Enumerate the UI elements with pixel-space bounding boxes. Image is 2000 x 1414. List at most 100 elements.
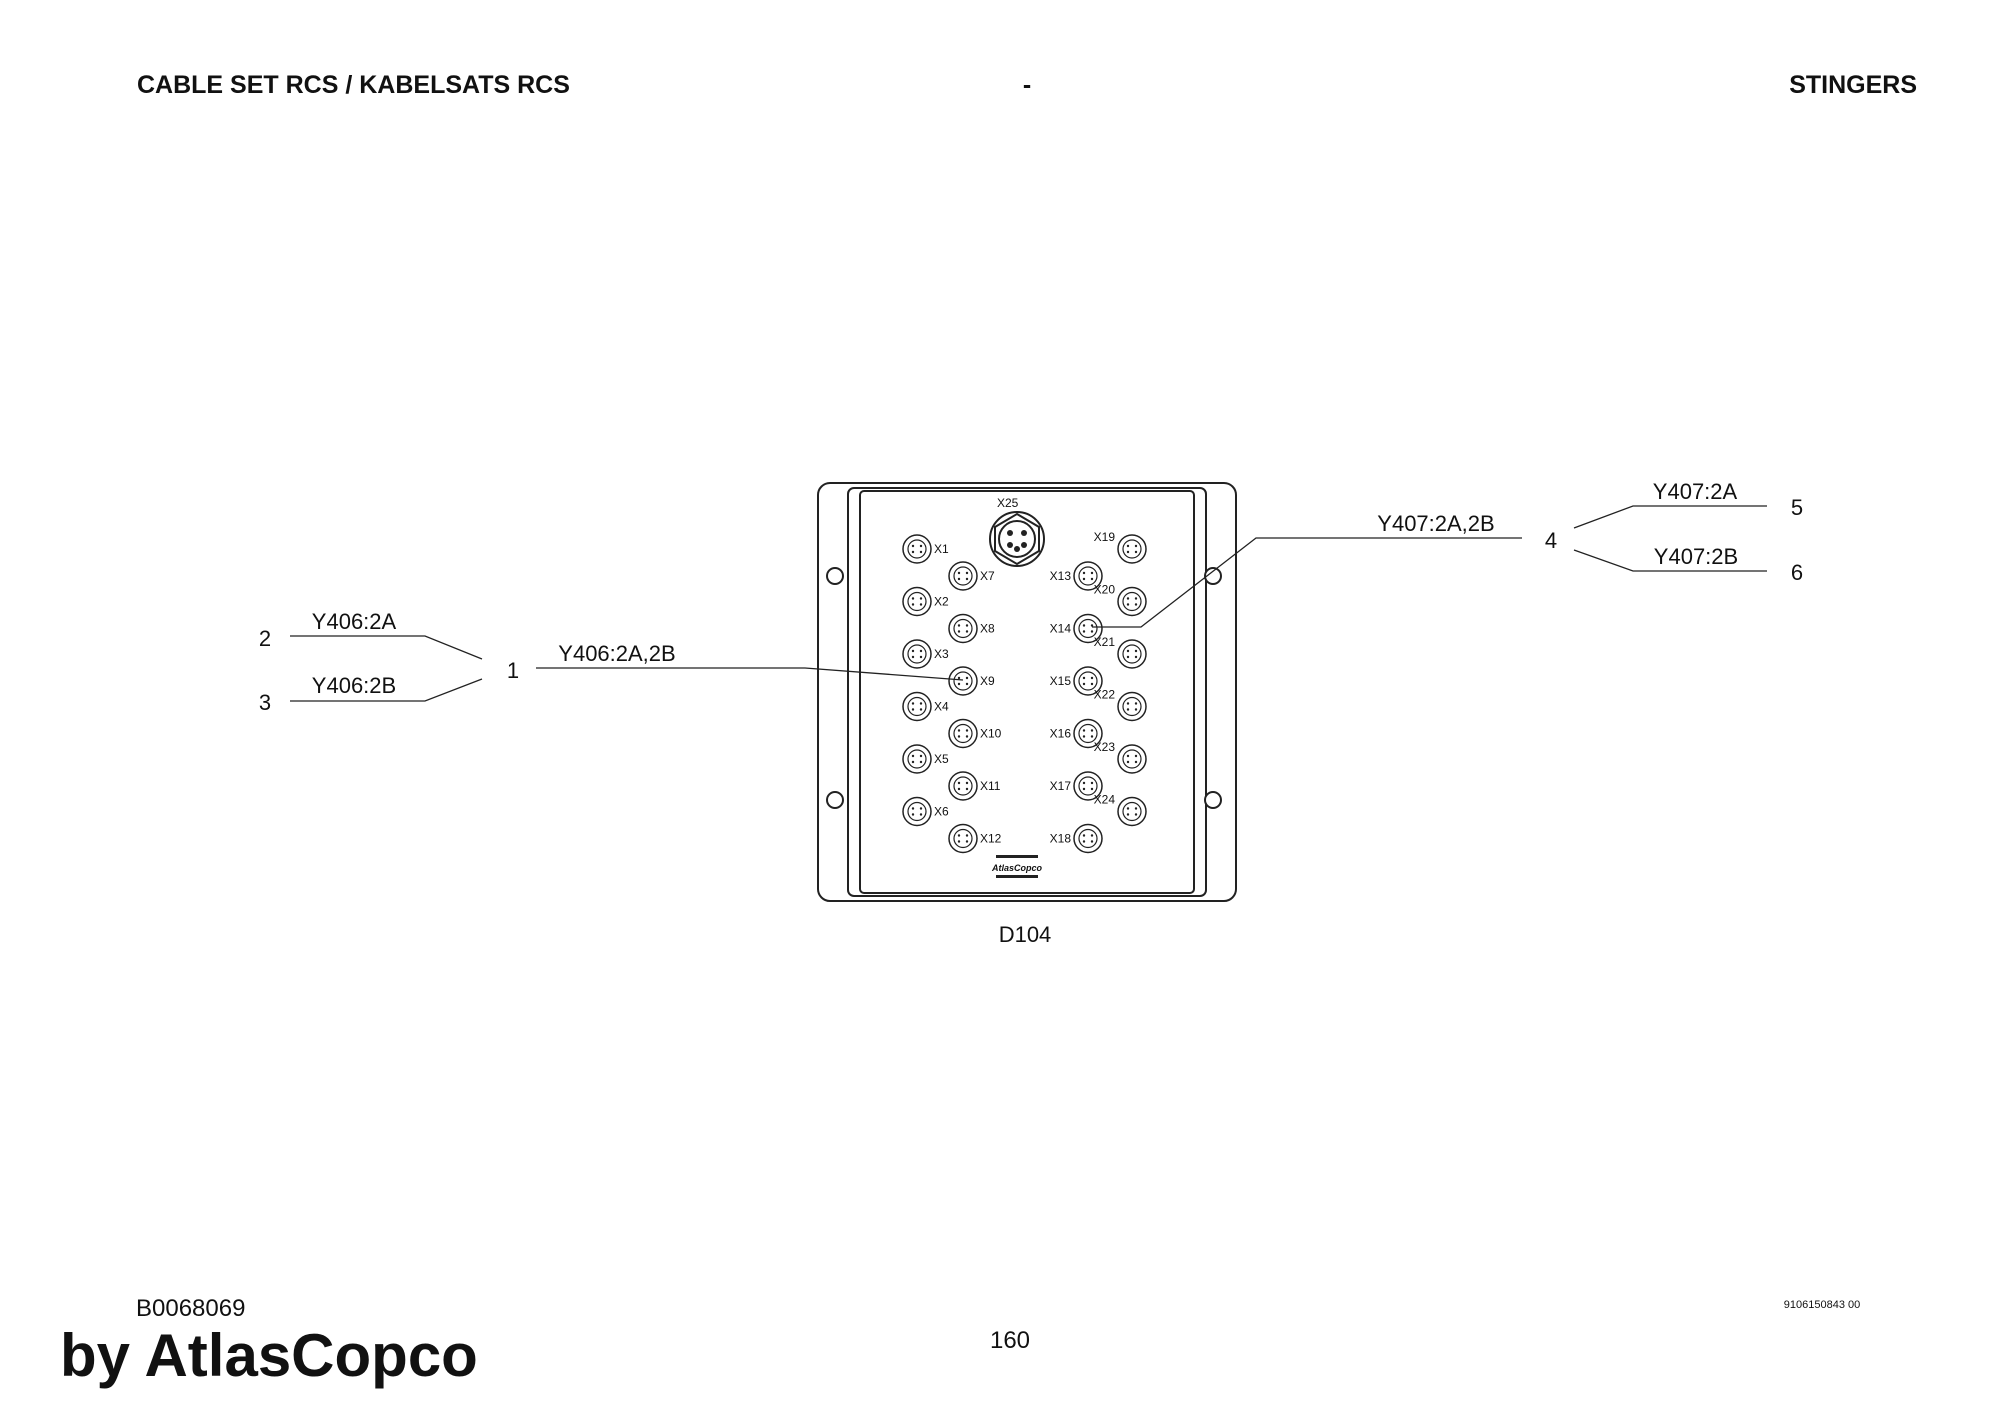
connector-pin <box>957 834 961 837</box>
connector-pin <box>911 708 915 711</box>
connector-pin <box>911 813 915 816</box>
connector-label: X6 <box>934 805 949 819</box>
connector-x19[interactable]: X19 <box>1094 530 1147 564</box>
connector-x4[interactable]: X4 <box>902 691 949 722</box>
connector-x12[interactable]: X12 <box>948 823 1002 854</box>
connector-pin <box>1090 577 1094 581</box>
connector-pin <box>1082 630 1086 633</box>
connector-x11[interactable]: X11 <box>948 771 1001 801</box>
connector-pin <box>1134 760 1138 764</box>
connector-socket <box>907 801 927 822</box>
connector-pin <box>919 807 923 810</box>
connector-x9[interactable]: X9 <box>948 666 995 696</box>
connector-pin <box>1082 577 1086 581</box>
connector-pin <box>1134 597 1138 600</box>
connector-ring <box>1073 561 1103 591</box>
connector-label: X22 <box>1094 688 1116 702</box>
connector-ring <box>948 771 978 801</box>
connector-x17[interactable]: X17 <box>1050 771 1103 801</box>
connector-pin <box>1082 735 1086 738</box>
connector-ring <box>948 666 978 696</box>
connector-pin <box>957 682 961 686</box>
connector-socket <box>953 566 973 586</box>
connector-x10[interactable]: X10 <box>948 718 1002 749</box>
device-label: D104 <box>999 922 1052 947</box>
connector-socket <box>1122 539 1142 559</box>
connector-ring <box>948 561 978 591</box>
connector-socket <box>907 644 927 664</box>
connector-pin <box>1090 787 1094 791</box>
connector-label: X21 <box>1094 635 1116 649</box>
connector-pin <box>1126 708 1130 711</box>
connector-pin <box>957 781 961 785</box>
connector-pin <box>1126 603 1130 606</box>
connector-pin <box>911 807 915 810</box>
connector-pin <box>957 729 961 732</box>
connector-x6[interactable]: X6 <box>902 796 949 827</box>
connector-x15[interactable]: X15 <box>1050 666 1103 696</box>
connector-label: X18 <box>1050 832 1072 846</box>
connector-x16[interactable]: X16 <box>1050 718 1103 749</box>
connector-x14[interactable]: X14 <box>1050 613 1103 644</box>
connector-socket <box>1078 723 1098 744</box>
connector-socket <box>1078 671 1098 691</box>
drawing-id: B0068069 <box>136 1295 245 1322</box>
connector-x3[interactable]: X3 <box>902 639 949 669</box>
connector-ring <box>902 586 932 617</box>
connector-x2[interactable]: X2 <box>902 586 949 617</box>
connector-label: X17 <box>1050 779 1072 793</box>
mount-hole <box>826 567 844 585</box>
connector-socket <box>1122 801 1142 822</box>
connector-pin <box>1134 702 1138 705</box>
device-panel <box>859 490 1195 894</box>
connector-pin <box>919 708 923 711</box>
connector-x23[interactable]: X23 <box>1094 740 1147 774</box>
connector-label: X9 <box>980 674 995 688</box>
connector-ring <box>1117 691 1147 722</box>
connector-ring <box>1117 744 1147 774</box>
connector-x25[interactable] <box>989 511 1045 567</box>
leader-line <box>1573 505 1767 529</box>
connector-label: X1 <box>934 542 949 556</box>
connector-pin <box>957 577 961 581</box>
leader-line <box>536 667 964 681</box>
connector-pin <box>965 840 969 843</box>
connector-pin <box>911 544 915 548</box>
connector-x7[interactable]: X7 <box>948 561 995 591</box>
callout-label-y407-2a: Y407:2A <box>1653 479 1738 504</box>
connector-x13[interactable]: X13 <box>1050 561 1103 591</box>
connector-label: X24 <box>1094 793 1116 807</box>
connector-pin <box>911 603 915 606</box>
connector-pin <box>1134 649 1138 653</box>
connector-socket <box>953 776 973 796</box>
connector-socket <box>1122 696 1142 717</box>
connector-label: X4 <box>934 700 949 714</box>
connector-label: X8 <box>980 622 995 636</box>
connector-pin <box>957 840 961 843</box>
connector-pin <box>957 624 961 627</box>
connector-pin <box>919 603 923 606</box>
connector-label: X5 <box>934 752 949 766</box>
connector-pin <box>919 813 923 816</box>
connector-x21[interactable]: X21 <box>1094 635 1147 669</box>
connector-pin <box>919 754 923 758</box>
connector-pin <box>1126 550 1130 554</box>
connector-x8[interactable]: X8 <box>948 613 995 644</box>
connector-ring <box>1073 718 1103 749</box>
connector-pin <box>1082 781 1086 785</box>
connector-pin <box>965 787 969 791</box>
connector-pin <box>1134 807 1138 810</box>
connector-pin <box>911 597 915 600</box>
connector-label: X16 <box>1050 727 1072 741</box>
connector-x1[interactable]: X1 <box>902 534 949 564</box>
connector-label: X14 <box>1050 622 1072 636</box>
connector-pin <box>911 649 915 653</box>
connector-x20[interactable]: X20 <box>1094 583 1147 617</box>
connector-pin <box>1090 624 1094 627</box>
connector-x22[interactable]: X22 <box>1094 688 1147 722</box>
connector-x24[interactable]: X24 <box>1094 793 1147 827</box>
callout-number-6: 6 <box>1791 560 1803 585</box>
connector-x18[interactable]: X18 <box>1050 823 1103 854</box>
connector-pin <box>1082 682 1086 686</box>
connector-x5[interactable]: X5 <box>902 744 949 774</box>
